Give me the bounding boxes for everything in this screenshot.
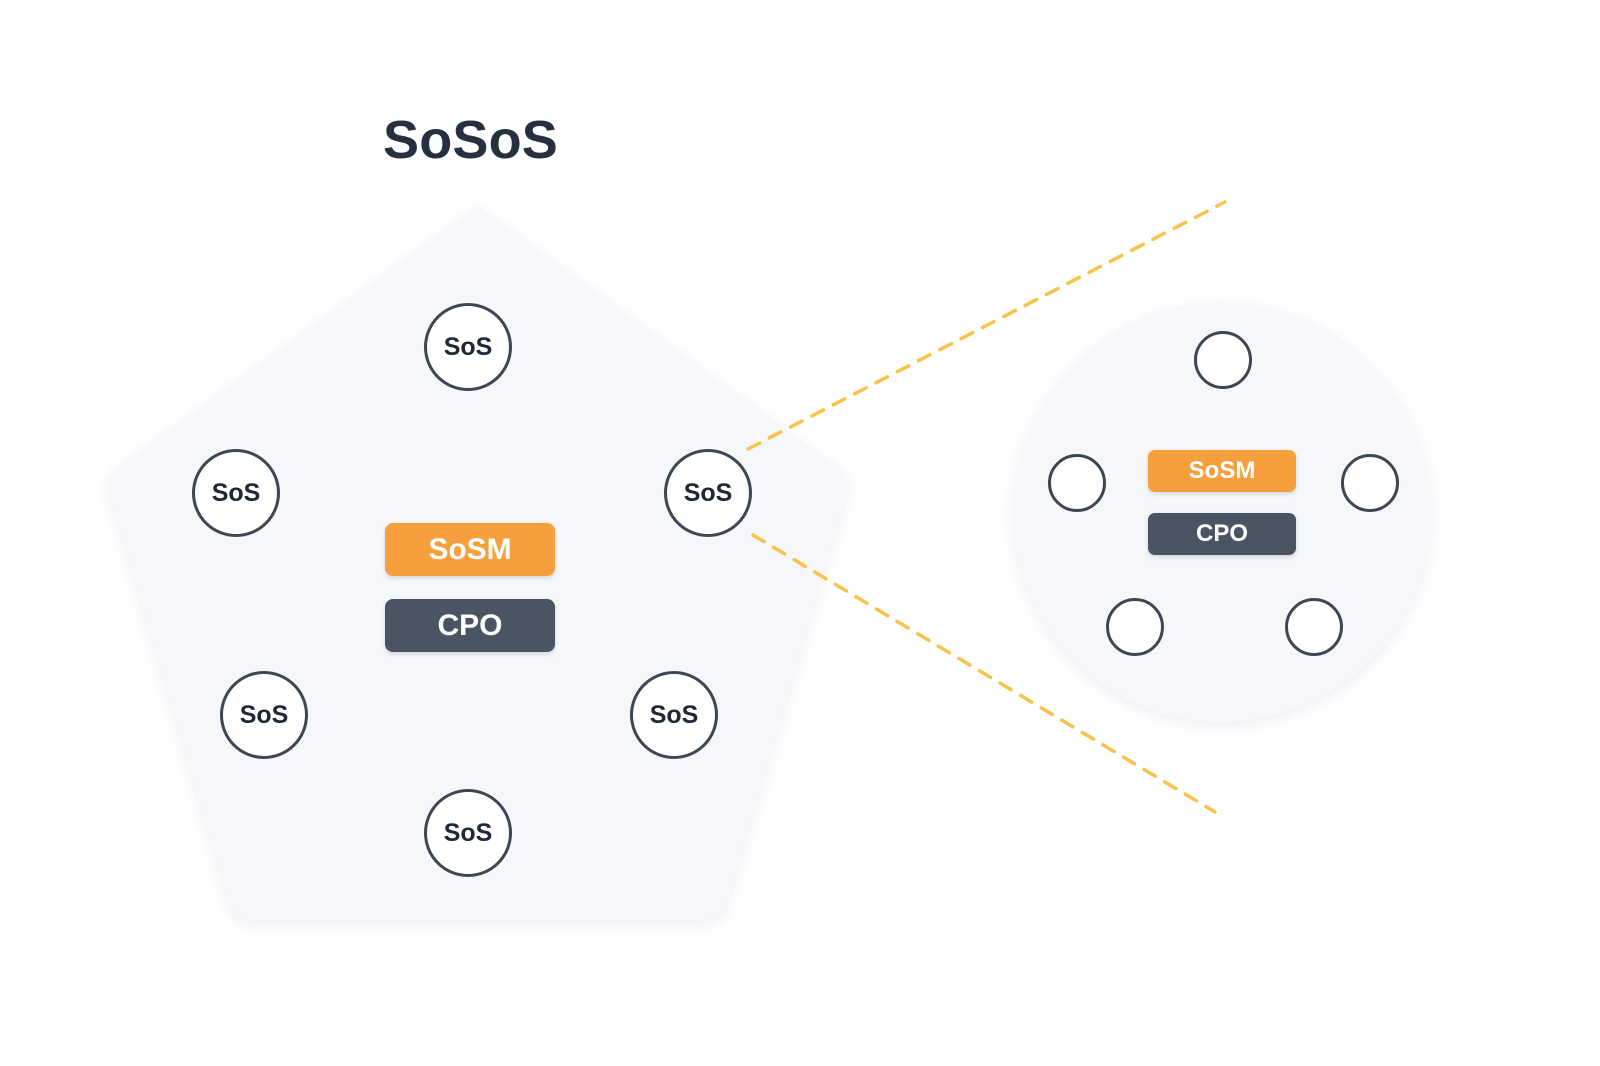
sos-node-lower-right[interactable]: SoS (630, 671, 718, 759)
cpo-badge-pentagon[interactable]: CPO (385, 599, 555, 652)
sosm-badge-pentagon[interactable]: SoSM (385, 523, 555, 576)
sos-node-upper-left[interactable]: SoS (192, 449, 280, 537)
sos-node-top[interactable]: SoS (424, 303, 512, 391)
sos-node-upper-right[interactable]: SoS (664, 449, 752, 537)
cpo-badge-detail[interactable]: CPO (1148, 513, 1296, 555)
detail-node-left[interactable] (1048, 454, 1106, 512)
detail-node-bottom-left[interactable] (1106, 598, 1164, 656)
sos-node-bottom[interactable]: SoS (424, 789, 512, 877)
sosm-badge-detail[interactable]: SoSM (1148, 450, 1296, 492)
detail-node-bottom-right[interactable] (1285, 598, 1343, 656)
callout-line-lower (751, 533, 1217, 814)
sos-node-lower-left[interactable]: SoS (220, 671, 308, 759)
detail-node-top[interactable] (1194, 331, 1252, 389)
detail-node-right[interactable] (1341, 454, 1399, 512)
page-title: SoSoS (383, 110, 559, 170)
callout-line-upper (746, 200, 1227, 451)
